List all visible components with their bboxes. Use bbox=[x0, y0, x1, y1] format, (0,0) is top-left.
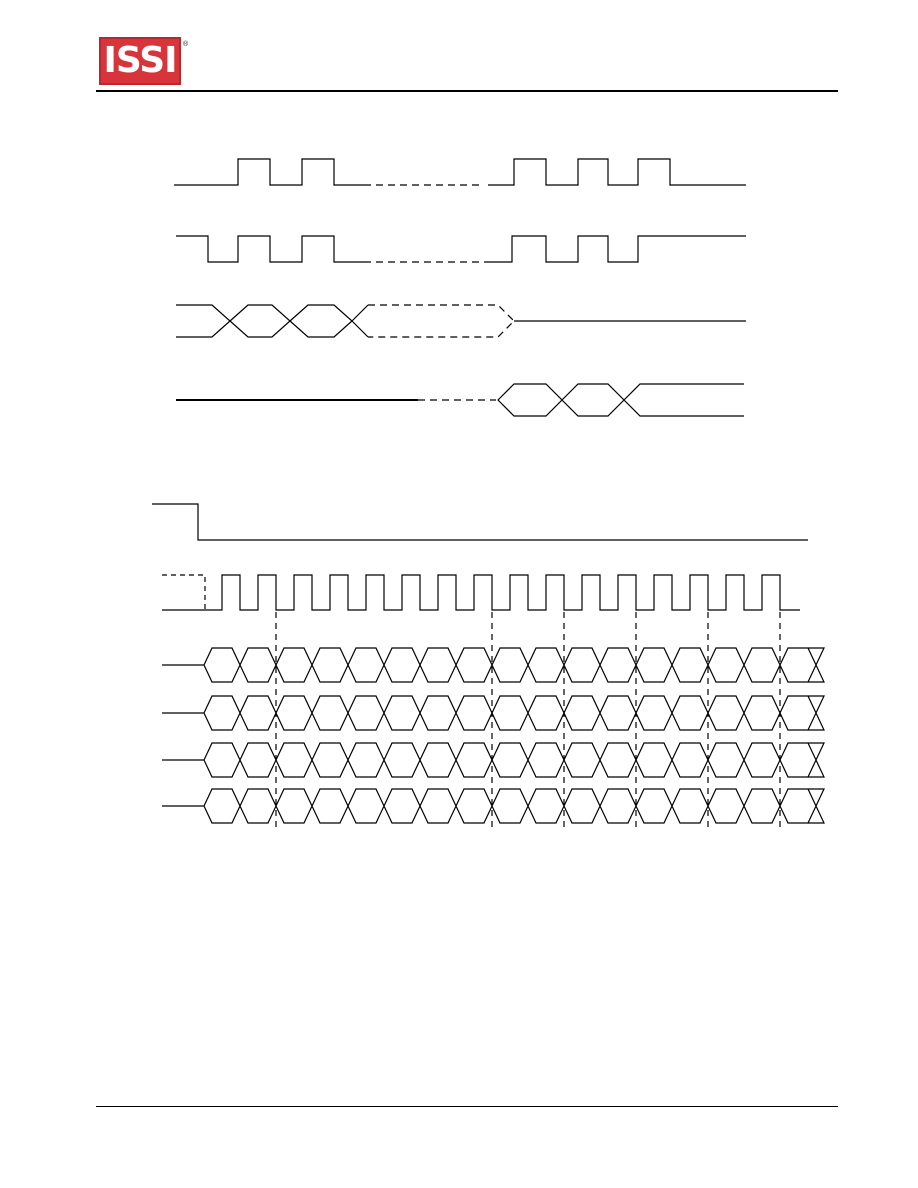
footer-rule bbox=[96, 1106, 838, 1107]
upper-clockn-waveform-2 bbox=[486, 235, 746, 263]
upper-clock-waveform-2 bbox=[488, 158, 746, 186]
header-rule bbox=[96, 90, 838, 92]
lower-data-lanes bbox=[162, 647, 825, 824]
io-lane-0-waveform bbox=[162, 647, 825, 683]
io-lane-3-waveform bbox=[162, 788, 825, 824]
upper-clockn-waveform bbox=[176, 235, 364, 263]
lower-clock-dashed-start bbox=[162, 574, 206, 610]
logo-text: ISSI bbox=[103, 40, 177, 81]
io-lane-2-waveform bbox=[162, 742, 825, 778]
issi-logo: ISSI bbox=[99, 37, 181, 85]
lower-guide-lines bbox=[275, 612, 781, 830]
upper-data-out-waveform bbox=[497, 383, 744, 417]
upper-clock-waveform bbox=[174, 158, 364, 186]
lower-clock-waveform bbox=[162, 574, 800, 611]
registered-mark: ® bbox=[183, 41, 189, 48]
lower-cs-waveform bbox=[152, 503, 808, 541]
upper-data-in-waveform bbox=[176, 304, 369, 338]
io-lane-1-waveform bbox=[162, 695, 825, 731]
upper-data-in-dashed bbox=[368, 304, 515, 338]
